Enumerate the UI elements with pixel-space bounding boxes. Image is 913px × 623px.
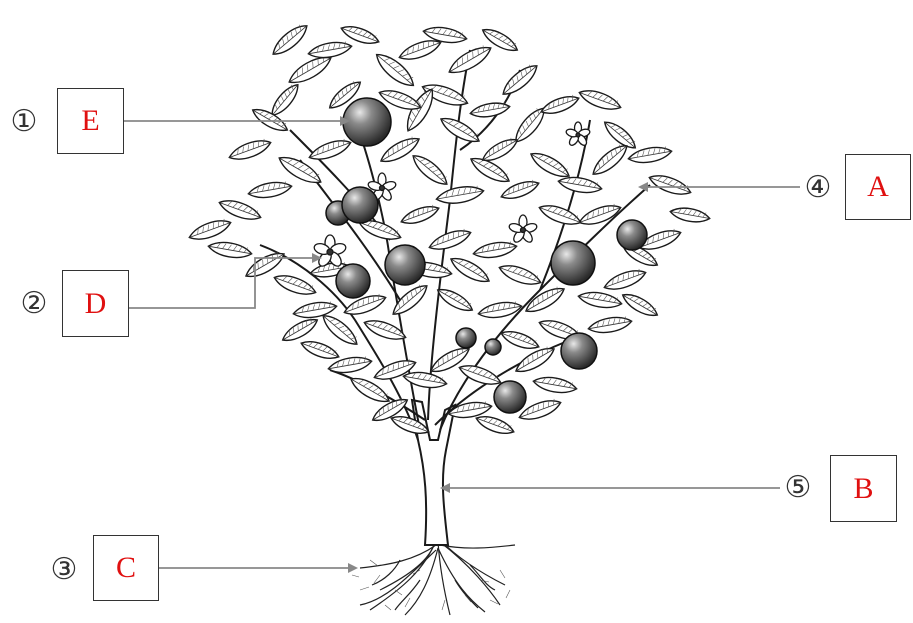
label-2-number: ②: [16, 286, 52, 322]
leaf: [587, 314, 633, 335]
leaf: [499, 327, 541, 353]
leaf: [319, 311, 362, 350]
leaf: [401, 85, 438, 134]
label-5-number: ⑤: [780, 470, 816, 506]
berry: [336, 264, 370, 298]
leaf: [227, 136, 273, 164]
leaf: [435, 183, 485, 206]
leaf: [497, 261, 543, 289]
label-1-box: E: [57, 88, 124, 154]
label-3-box: C: [93, 535, 159, 601]
flower: [565, 122, 591, 147]
root-system: [360, 540, 515, 615]
berry: [617, 220, 647, 250]
leaf: [409, 151, 452, 190]
leaf: [527, 148, 572, 182]
leaf: [445, 41, 494, 78]
label-4-box: A: [845, 154, 911, 220]
leaf: [480, 135, 521, 166]
leaf: [299, 337, 341, 363]
leaf: [472, 239, 518, 260]
leaf: [602, 266, 648, 294]
berry: [385, 245, 425, 285]
leaf: [620, 290, 661, 321]
leaf: [477, 299, 523, 320]
label-2-box: D: [62, 270, 129, 337]
leaf: [247, 179, 293, 200]
label-3-number: ③: [46, 552, 82, 588]
leaf: [307, 136, 353, 164]
leaf: [669, 205, 711, 224]
leaf: [207, 239, 253, 260]
berry: [343, 98, 391, 146]
leaf: [280, 315, 321, 346]
root-hairs: [352, 560, 510, 610]
leaf: [557, 174, 603, 195]
leaf: [399, 202, 441, 228]
leaf: [647, 171, 693, 199]
berry: [456, 328, 476, 348]
leaf: [532, 374, 578, 395]
leaf: [539, 92, 581, 118]
leaf: [269, 21, 312, 60]
label-4-number: ④: [800, 170, 836, 206]
leaf: [307, 39, 353, 60]
berry: [494, 381, 526, 413]
leaf: [577, 86, 623, 114]
berry: [551, 241, 595, 285]
arrowhead-3: [348, 563, 358, 573]
leaf: [474, 412, 516, 438]
leaf: [435, 285, 476, 316]
label-5-box: B: [830, 455, 897, 522]
leaf: [589, 141, 632, 180]
leaf: [499, 61, 542, 100]
leaf: [427, 226, 473, 254]
leaf: [577, 289, 623, 310]
leaf: [272, 271, 318, 299]
label-1-number: ①: [6, 104, 42, 140]
berry: [561, 333, 597, 369]
leaf: [187, 216, 233, 244]
berry: [342, 187, 378, 223]
flower: [508, 215, 538, 244]
leaf: [537, 201, 583, 229]
berry: [485, 339, 501, 355]
